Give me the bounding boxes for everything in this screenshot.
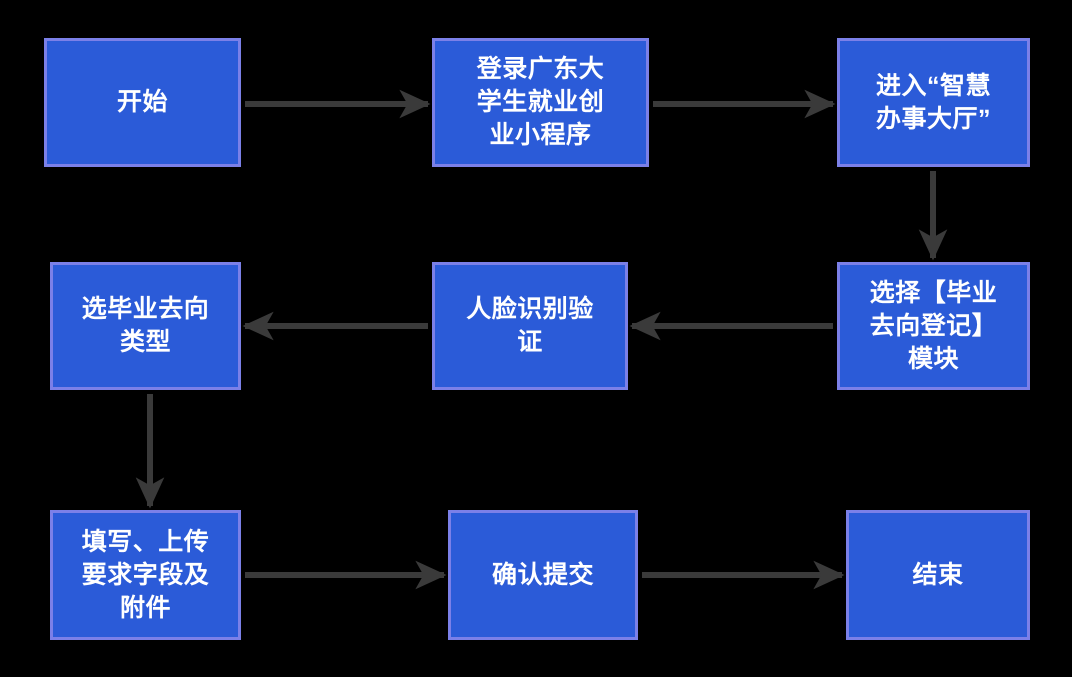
flow-node-label-hall: 进入“智慧 办事大厅”: [875, 71, 991, 133]
flow-node-login[interactable]: 登录广东大 学生就业创 业小程序: [432, 38, 649, 167]
flow-node-label-face: 人脸识别验 证: [466, 295, 594, 356]
flow-node-label-type: 选毕业去向 类型: [81, 295, 210, 356]
flow-node-label-start: 开始: [116, 88, 168, 116]
flow-node-hall[interactable]: 进入“智慧 办事大厅”: [837, 38, 1030, 167]
flow-node-start[interactable]: 开始: [44, 38, 241, 167]
flow-node-end[interactable]: 结束: [846, 510, 1030, 640]
flow-node-label-fill: 填写、上传 要求字段及 附件: [81, 527, 210, 622]
flow-node-type[interactable]: 选毕业去向 类型: [50, 262, 241, 390]
flow-node-module[interactable]: 选择【毕业 去向登记】 模块: [837, 262, 1030, 390]
flow-node-fill[interactable]: 填写、上传 要求字段及 附件: [50, 510, 241, 640]
flow-node-label-login: 登录广东大 学生就业创 业小程序: [476, 55, 605, 149]
flow-node-label-confirm: 确认提交: [491, 560, 594, 589]
flow-node-confirm[interactable]: 确认提交: [448, 510, 638, 640]
flow-node-label-end: 结束: [912, 560, 964, 589]
flow-node-label-module: 选择【毕业 去向登记】 模块: [869, 278, 998, 373]
flow-node-face[interactable]: 人脸识别验 证: [432, 262, 628, 390]
